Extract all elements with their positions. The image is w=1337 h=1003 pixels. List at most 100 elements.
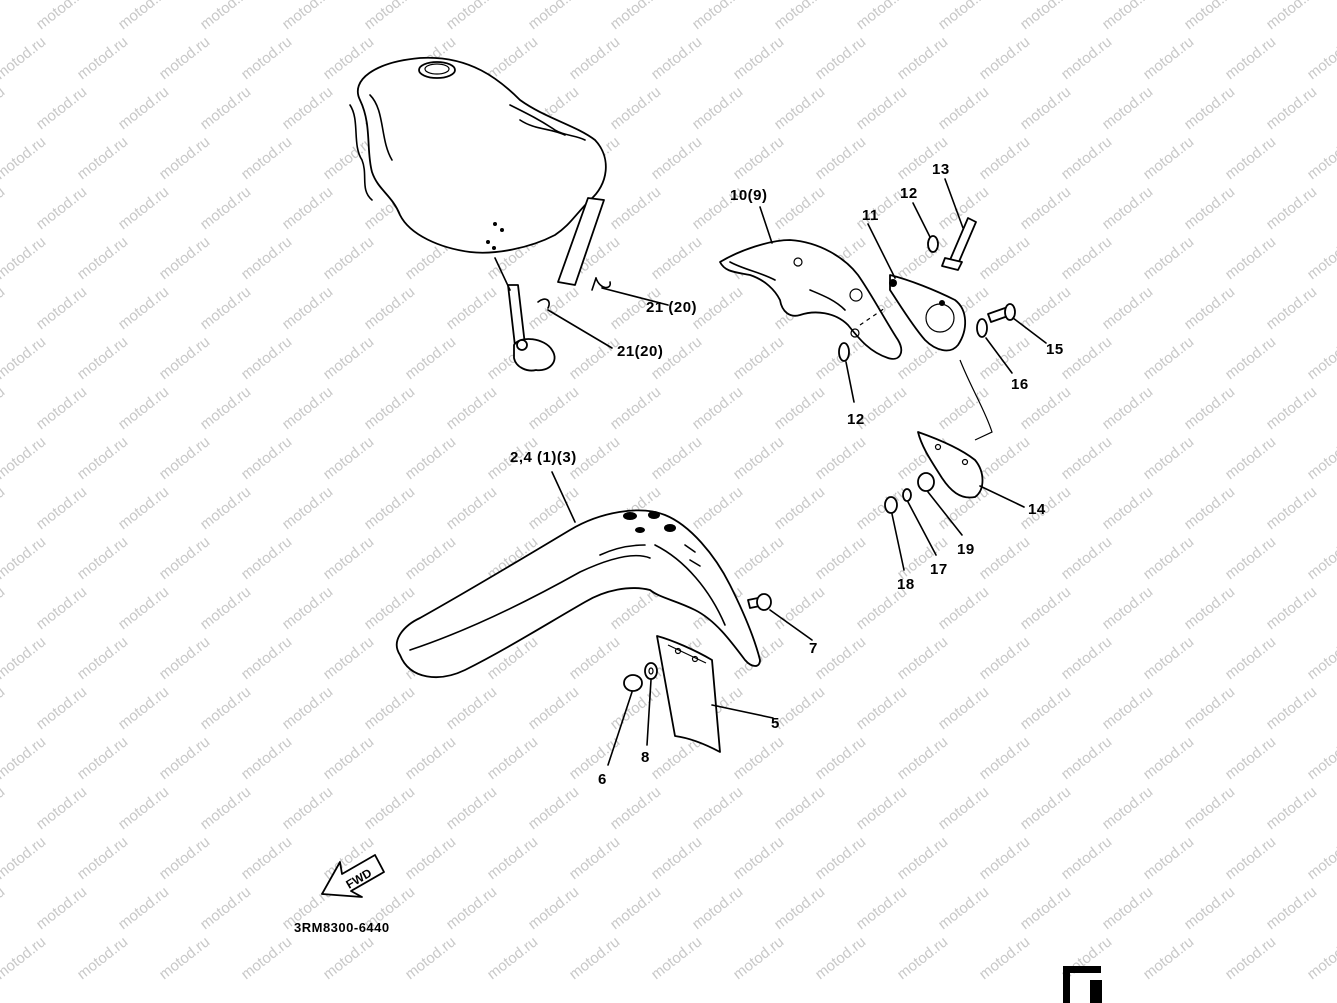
watermark-text: motod.ru [156, 33, 213, 83]
watermark-text: motod.ru [1099, 383, 1156, 433]
watermark-text: motod.ru [74, 433, 131, 483]
watermark-text: motod.ru [74, 833, 131, 883]
watermark-text: motod.ru [976, 633, 1033, 683]
watermark-text: motod.ru [0, 733, 49, 783]
label-10-9: 10(9) [730, 187, 768, 204]
nut-6 [623, 674, 643, 692]
watermark-text: motod.ru [115, 83, 172, 133]
watermark-text: motod.ru [607, 83, 664, 133]
watermark-text: motod.ru [361, 783, 418, 833]
watermark-text: motod.ru [1140, 733, 1197, 783]
watermark-text: motod.ru [74, 133, 131, 183]
label-11: 11 [862, 207, 879, 224]
watermark-text: motod.ru [1140, 533, 1197, 583]
watermark-text: motod.ru [1222, 633, 1279, 683]
watermark-text: motod.ru [894, 833, 951, 883]
watermark-text: motod.ru [33, 383, 90, 433]
watermark-text: motod.ru [0, 683, 8, 733]
label-6: 6 [598, 771, 607, 788]
collar-12-top [927, 235, 939, 253]
watermark-text: motod.ru [402, 833, 459, 883]
watermark-text: motod.ru [74, 633, 131, 683]
watermark-text: motod.ru [402, 933, 459, 983]
watermark-text: motod.ru [771, 183, 828, 233]
watermark-text: motod.ru [1222, 433, 1279, 483]
label-13: 13 [932, 161, 950, 178]
watermark-text: motod.ru [730, 733, 787, 783]
label-15: 15 [1046, 341, 1064, 358]
watermark-text: motod.ru [1222, 33, 1279, 83]
watermark-text: motod.ru [853, 83, 910, 133]
watermark-text: motod.ru [935, 83, 992, 133]
watermark-text: motod.ru [1099, 0, 1156, 33]
watermark-text: motod.ru [156, 433, 213, 483]
watermark-text: motod.ru [320, 233, 377, 283]
watermark-text: motod.ru [115, 483, 172, 533]
watermark-text: motod.ru [1058, 333, 1115, 383]
watermark-text: motod.ru [566, 933, 623, 983]
bolt-13 [941, 217, 977, 271]
watermark-text: motod.ru [33, 483, 90, 533]
watermark-text: motod.ru [1140, 133, 1197, 183]
watermark-text: motod.ru [566, 33, 623, 83]
watermark-text: motod.ru [730, 833, 787, 883]
watermark-text: motod.ru [935, 0, 992, 33]
watermark-text: motod.ru [0, 533, 49, 583]
corner-mark [1063, 966, 1102, 1003]
watermark-text: motod.ru [607, 783, 664, 833]
watermark-text: motod.ru [74, 233, 131, 283]
watermark-text: motod.ru [1304, 333, 1337, 383]
watermark-text: motod.ru [1058, 233, 1115, 283]
watermark-text: motod.ru [402, 733, 459, 783]
watermark-text: motod.ru [1099, 483, 1156, 533]
watermark-text: motod.ru [0, 183, 8, 233]
watermark-text: motod.ru [648, 33, 705, 83]
watermark-text: motod.ru [1140, 233, 1197, 283]
watermark-text: motod.ru [1099, 183, 1156, 233]
watermark-text: motod.ru [1263, 783, 1320, 833]
watermark-text: motod.ru [33, 883, 90, 933]
watermark-text: motod.ru [1017, 0, 1074, 33]
watermark-text: motod.ru [1099, 883, 1156, 933]
watermark-text: motod.ru [33, 683, 90, 733]
watermark-text: motod.ru [279, 0, 336, 33]
watermark-text: motod.ru [1304, 233, 1337, 283]
watermark-text: motod.ru [894, 733, 951, 783]
watermark-text: motod.ru [1222, 733, 1279, 783]
watermark-text: motod.ru [730, 333, 787, 383]
watermark-text: motod.ru [1181, 483, 1238, 533]
watermark-text: motod.ru [1222, 233, 1279, 283]
watermark-text: motod.ru [115, 883, 172, 933]
watermark-text: motod.ru [935, 683, 992, 733]
watermark-text: motod.ru [115, 683, 172, 733]
watermark-text: motod.ru [1304, 833, 1337, 883]
watermark-text: motod.ru [935, 383, 992, 433]
label-16: 16 [1011, 376, 1029, 393]
label-12-bottom: 12 [847, 411, 865, 428]
watermark-text: motod.ru [976, 33, 1033, 83]
watermark-text: motod.ru [361, 483, 418, 533]
watermark-text: motod.ru [525, 383, 582, 433]
washer-8 [644, 662, 658, 680]
watermark-text: motod.ru [0, 783, 8, 833]
watermark-text: motod.ru [320, 733, 377, 783]
watermark-text: motod.ru [484, 733, 541, 783]
watermark-text: motod.ru [853, 783, 910, 833]
watermark-text: motod.ru [443, 883, 500, 933]
label-21-20-b: 21(20) [617, 343, 663, 360]
watermark-text: motod.ru [1181, 0, 1238, 33]
watermark-text: motod.ru [238, 633, 295, 683]
watermark-text: motod.ru [1099, 83, 1156, 133]
watermark-text: motod.ru [730, 533, 787, 583]
watermark-text: motod.ru [894, 633, 951, 683]
watermark-text: motod.ru [238, 533, 295, 583]
label-7: 7 [809, 640, 818, 657]
label-19: 19 [957, 541, 975, 558]
label-14: 14 [1028, 501, 1046, 518]
watermark-text: motod.ru [0, 133, 49, 183]
watermark-text: motod.ru [0, 33, 49, 83]
watermark-text: motod.ru [1017, 883, 1074, 933]
label-2-4: 2,4 (1)(3) [510, 449, 577, 466]
watermark-text: motod.ru [402, 333, 459, 383]
watermark-text: motod.ru [33, 783, 90, 833]
